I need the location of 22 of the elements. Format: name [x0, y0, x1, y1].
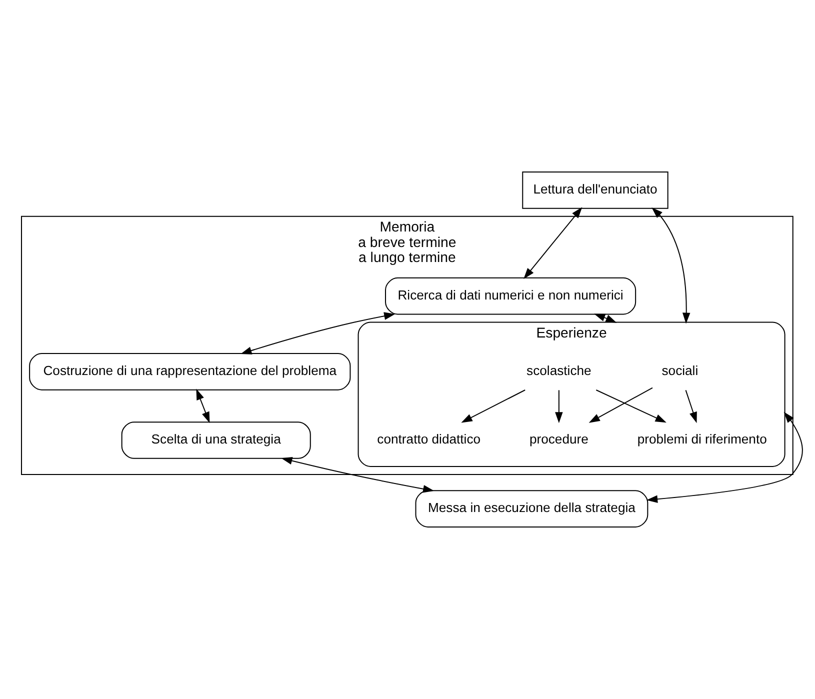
arrow	[651, 207, 690, 324]
arrow	[460, 390, 525, 423]
arrow	[595, 390, 666, 423]
node-box: Scelta di una strategia	[120, 422, 310, 459]
arrow	[594, 314, 616, 323]
arrow	[280, 456, 434, 493]
node-box: Messa in esecuzione della strategia	[414, 490, 648, 528]
arrow	[240, 312, 395, 354]
node-text: contratto didattico	[376, 432, 480, 447]
arrow	[684, 390, 696, 424]
node-text: sociali	[661, 363, 698, 378]
arrow	[646, 412, 802, 503]
arrow	[554, 390, 562, 424]
arrow	[196, 388, 210, 424]
node-text: problemi di riferimento	[636, 432, 766, 447]
node-box: Lettura dell'enunciato	[522, 172, 668, 209]
node-text: scolastiche	[526, 363, 591, 378]
node-box: Costruzione di una rappresentazione del problema	[28, 353, 350, 390]
node-text: procedure	[528, 432, 588, 447]
arrow	[523, 207, 582, 280]
arrow	[588, 387, 652, 423]
node-box: Ricerca di dati numerici e non numerici	[384, 277, 636, 315]
